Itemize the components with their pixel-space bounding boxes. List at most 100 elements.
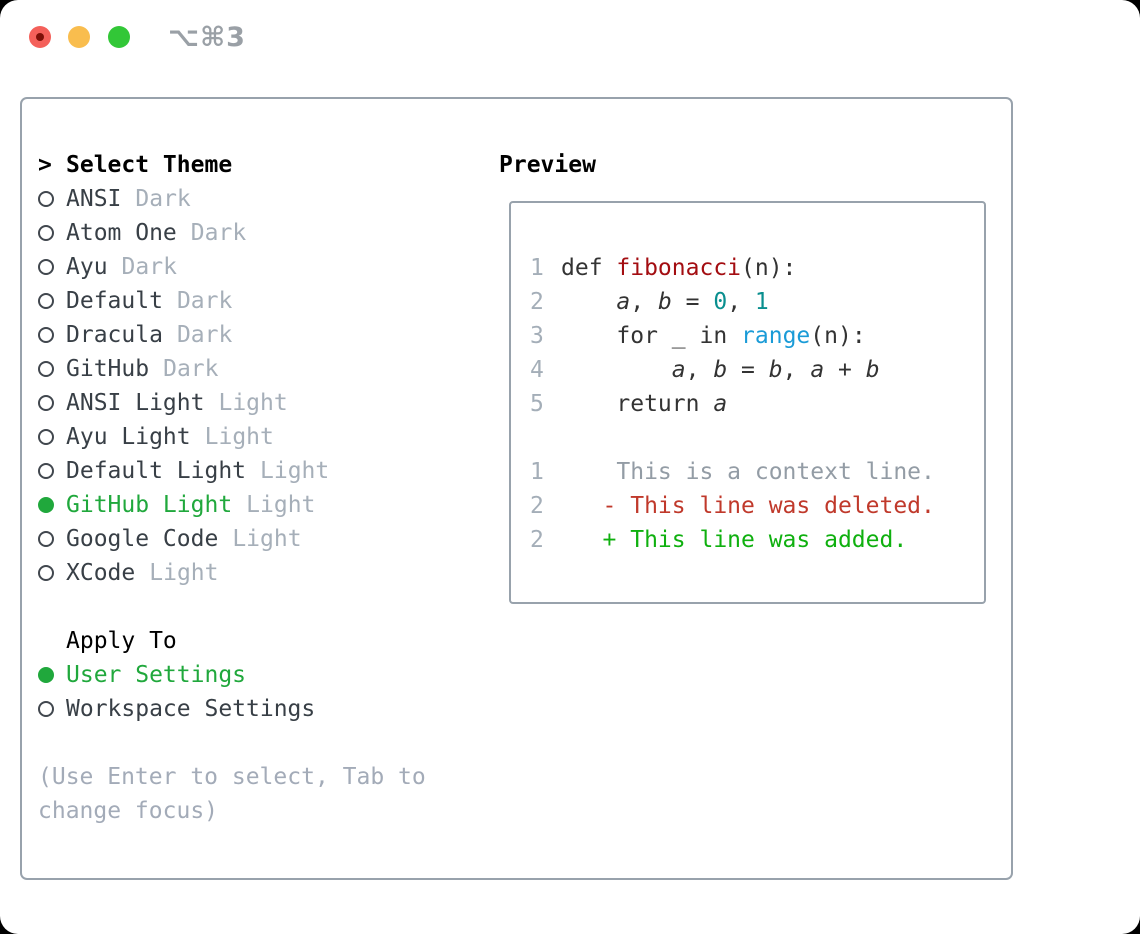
line-number: 4 [530,357,544,383]
theme-picker-header: > Select Theme [38,148,478,182]
apply-option-label: Workspace Settings [66,696,316,722]
theme-name: Default [66,288,163,314]
spacer [38,590,478,624]
radio-icon [38,225,54,241]
apply-to-header: Apply To [38,624,478,658]
theme-variant-tag: Light [149,560,219,586]
code-line: 3 for _ in range(n): [530,319,984,353]
theme-variant-tag: Dark [135,186,191,212]
theme-name: GitHub Light [66,492,233,518]
code-line: 5 return a [530,387,984,421]
diff-line-addition: 2 + This line was added. [530,523,984,557]
line-number: 1 [530,459,544,485]
theme-variant-tag: Light [204,424,274,450]
diff-text: - This line was deleted. [561,493,935,519]
code-line: 1 def fibonacci(n): [530,251,984,285]
theme-name: Google Code [66,526,219,552]
theme-option-github-light[interactable]: GitHub Light Light [38,488,478,522]
radio-icon [38,293,54,309]
code-line: 2 a, b = 0, 1 [530,285,984,319]
theme-option-xcode[interactable]: XCode Light [38,556,478,590]
line-number: 2 [530,493,544,519]
diff-line-deletion: 2 - This line was deleted. [530,489,984,523]
radio-icon [38,429,54,445]
diff-text: + This line was added. [561,527,908,553]
radio-icon [38,259,54,275]
theme-name: Dracula [66,322,163,348]
theme-variant-tag: Dark [176,322,233,348]
line-number: 3 [530,323,544,349]
theme-name: Default Light [66,458,247,484]
radio-icon [38,327,54,343]
theme-option-default[interactable]: Default Dark [38,284,478,318]
code-text: a, b = b, a + b [671,357,880,383]
apply-option-label: User Settings [66,662,247,688]
close-button[interactable] [29,26,51,48]
prompt-caret-icon: > [38,152,52,178]
radio-icon [38,361,54,377]
theme-variant-tag: Light [246,492,316,518]
radio-icon [38,395,54,411]
radio-icon [38,701,54,717]
theme-option-default-light[interactable]: Default Light Light [38,454,478,488]
theme-variant-tag: Light [218,390,288,416]
code-text: a, b = 0, 1 [616,289,769,315]
diff-text: This is a context line. [561,459,935,485]
theme-option-ayu[interactable]: Ayu Dark [38,250,478,284]
minimize-button[interactable] [68,26,90,48]
line-number: 5 [530,391,544,417]
code-text: for _ in range(n): [616,323,866,349]
line-number: 2 [530,289,544,315]
apply-option-user-settings[interactable]: User Settings [38,658,478,692]
theme-variant-tag: Dark [190,220,247,246]
preview-title: Preview [499,152,596,178]
spacer [530,421,984,455]
code-text: def fibonacci(n): [561,255,797,281]
hint-line-2: change focus) [38,798,219,824]
theme-picker-title: Select Theme [66,152,233,178]
line-number: 1 [530,255,544,281]
theme-name: ANSI Light [66,390,205,416]
theme-variant-tag: Dark [121,254,177,280]
spacer [38,726,478,760]
theme-option-dracula[interactable]: Dracula Dark [38,318,478,352]
radio-icon [38,531,54,547]
code-text: return a [616,391,728,417]
radio-icon [38,565,54,581]
theme-option-ayu-light[interactable]: Ayu Light Light [38,420,478,454]
radio-selected-icon [38,497,54,513]
radio-icon [38,463,54,479]
apply-option-workspace-settings[interactable]: Workspace Settings [38,692,478,726]
theme-name: Ayu [66,254,108,280]
window-shortcut-label: ⌥⌘3 [168,22,246,53]
theme-option-google-code[interactable]: Google Code Light [38,522,478,556]
theme-name: GitHub [66,356,150,382]
code-line: 4 a, b = b, a + b [530,353,984,387]
theme-name: XCode [66,560,136,586]
theme-option-github[interactable]: GitHub Dark [38,352,478,386]
hint-text: (Use Enter to select, Tab to change focu… [38,760,478,828]
apply-to-title: Apply To [66,628,177,654]
radio-icon [38,191,54,207]
theme-variant-tag: Light [232,526,302,552]
theme-option-ansi-light[interactable]: ANSI Light Light [38,386,478,420]
theme-variant-tag: Light [260,458,330,484]
hint-line-1: (Use Enter to select, Tab to [38,764,426,790]
theme-variant-tag: Dark [163,356,219,382]
theme-variant-tag: Dark [176,288,233,314]
diff-preview: 1 This is a context line.2 - This line w… [530,455,984,557]
titlebar: ⌥⌘3 [0,0,1140,74]
line-number: 2 [530,527,544,553]
maximize-button[interactable] [108,26,130,48]
radio-selected-icon [38,667,54,683]
diff-line-context: 1 This is a context line. [530,455,984,489]
theme-name: Ayu Light [66,424,191,450]
